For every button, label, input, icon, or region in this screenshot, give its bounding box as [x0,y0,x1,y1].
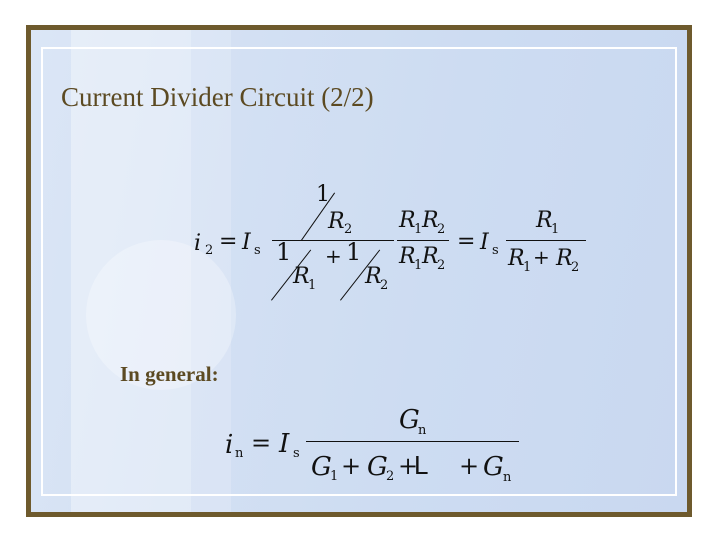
eq1-den-r2-sub: 2 [380,278,389,293]
eq2-equals: = [251,429,272,457]
eq2-den-gn: G [483,452,504,482]
eq1-den-r2: R [365,264,382,289]
eq1-result-num-r: R [536,208,553,233]
eq1-result-bar [506,240,586,241]
eq1-lhs-sub: 2 [205,243,214,258]
eq1-mult-num-r1: R [399,208,416,233]
eq2-den-g1: G [311,452,332,482]
eq2-lhs-sub: n [235,446,244,461]
eq1-main-bar [272,240,394,241]
eq2-den-plus-3: + [459,452,480,480]
eq1-source-2: I [480,230,489,255]
inner-border [41,47,677,496]
eq1-mult-den-r1: R [399,244,416,269]
eq1-mult-den-r1-sub: 1 [414,258,423,273]
eq2-den-gn-sub: n [503,470,512,485]
eq1-source-sub: s [254,243,261,258]
eq1-result-den-r2: R [556,246,573,271]
eq1-result-plus: + [533,245,550,269]
eq2-den-plus-2: + [398,452,419,480]
eq1-result-den-r1: R [508,246,525,271]
eq1-lhs: i [194,231,202,256]
eq1-num-r: R [328,209,345,234]
eq1-den-r1: R [293,264,310,289]
column-backdrop [71,30,191,512]
eq2-num-g: G [399,405,420,435]
eq2-den-g2: G [367,452,388,482]
eq1-num-r-sub: 2 [344,222,353,237]
eq1-mult-num-r2: R [422,208,439,233]
eq1-mult-bar [397,240,449,241]
column-backdrop-shadow [191,30,231,512]
eq1-source-2-sub: s [492,243,499,258]
eq1-result-den-r2-sub: 2 [571,260,580,275]
eq1-num-one: 1 [316,182,330,207]
eq2-den-g1-sub: 1 [330,469,339,484]
eq1-den-one-a: 1 [276,238,292,266]
eq2-den-g2-sub: 2 [386,469,395,484]
slide-frame: Current Divider Circuit (2/2) i 2 = I s … [26,25,692,517]
eq1-equals-2: = [457,229,476,254]
eq2-den-plus-1: + [341,452,362,480]
eq2-main-bar [306,441,519,442]
eq1-mult-num-r2-sub: 2 [437,222,446,237]
slide-canvas: Current Divider Circuit (2/2) i 2 = I s … [31,30,687,512]
eq1-mult-num-r1-sub: 1 [414,222,423,237]
eq1-den-r1-sub: 1 [308,278,317,293]
eq2-lhs: i [225,430,234,460]
eq1-result-num-sub: 1 [551,222,560,237]
eq1-result-den-r1-sub: 1 [523,260,532,275]
eq1-mult-den-r2: R [422,244,439,269]
eq2-source: I [279,429,290,459]
in-general-heading: In general: [120,362,219,386]
slide-title: Current Divider Circuit (2/2) [61,82,374,112]
eq2-den-ellipsis: L [414,450,429,480]
eq1-mult-den-r2-sub: 2 [437,258,446,273]
column-capital-ornament [86,240,236,390]
eq1-source: I [242,230,251,255]
eq1-equals: = [219,229,238,254]
eq1-den-plus: + [325,244,342,268]
eq2-num-g-sub: n [418,423,427,438]
eq1-den-one-b: 1 [346,238,362,266]
eq2-source-sub: s [293,446,300,461]
